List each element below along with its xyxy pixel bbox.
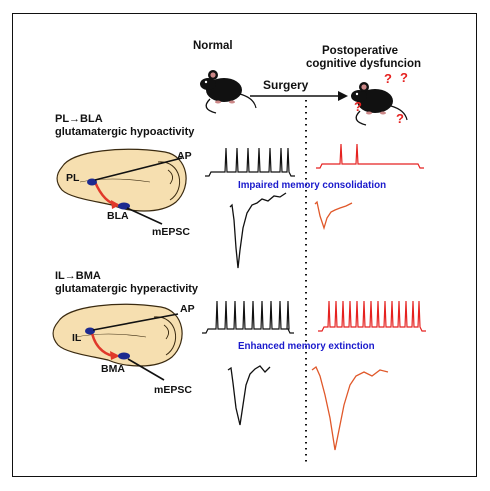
header-pocd-line1: Postoperative	[322, 45, 399, 57]
surgery-label: Surgery	[263, 78, 309, 92]
ap-spike-path	[202, 300, 294, 334]
mouse-icon-normal	[200, 70, 257, 114]
mepsc-trace-top-pocd	[314, 200, 353, 231]
ap-spike-path	[316, 143, 424, 169]
top-title-line2: glutamatergic hypoactivity	[55, 126, 195, 138]
label-mepsc-top: mEPSC	[152, 226, 190, 238]
top-title-line1: PL→BLA	[55, 113, 103, 125]
effect-top: Impaired memory consolidation	[238, 180, 387, 191]
region-bma: BMA	[101, 363, 125, 375]
label-mepsc-bottom: mEPSC	[154, 384, 192, 396]
pointer-mepsc-top	[126, 207, 163, 225]
ap-trace-top-pocd	[316, 143, 424, 169]
nucleus-bma	[118, 352, 130, 360]
ap-trace-bottom-normal	[202, 300, 294, 334]
ap-spike-path	[205, 147, 295, 177]
region-il: IL	[72, 332, 82, 344]
pointer-ap-top	[94, 157, 183, 181]
bottom-title-line1: IL→BMA	[55, 270, 101, 282]
mepsc-trace-bottom-normal	[227, 365, 271, 426]
pointer-mepsc-bottom	[127, 358, 165, 381]
ap-trace-bottom-pocd	[318, 300, 426, 332]
effect-bottom: Enhanced memory extinction	[238, 341, 375, 352]
arrow-right-icon	[250, 91, 348, 101]
label-ap-bottom: AP	[180, 303, 195, 315]
mepsc-trace-top-normal	[229, 192, 287, 269]
question-mark: ?	[396, 111, 404, 126]
mouse-icon-pocd	[351, 82, 408, 126]
ap-spike-path	[318, 300, 426, 332]
region-bla: BLA	[107, 210, 129, 222]
nucleus-pl	[87, 178, 97, 186]
header-pocd-line2: cognitive dysfuncion	[306, 58, 422, 70]
nucleus-il	[85, 327, 95, 335]
pointer-ap-bottom	[92, 313, 179, 331]
nucleus-bla	[118, 202, 130, 210]
question-mark: ?	[400, 70, 408, 85]
region-pl: PL	[66, 172, 80, 184]
label-ap-top: AP	[177, 150, 192, 162]
question-mark: ?	[384, 71, 392, 86]
ap-trace-top-normal	[205, 147, 295, 177]
question-marks: ? ? ? ?	[354, 70, 408, 126]
mepsc-trace-bottom-pocd	[311, 365, 389, 451]
question-mark: ?	[354, 99, 362, 114]
figure-frame	[12, 13, 477, 477]
header-normal: Normal	[193, 40, 233, 52]
bottom-title-line2: glutamatergic hyperactivity	[55, 283, 199, 295]
